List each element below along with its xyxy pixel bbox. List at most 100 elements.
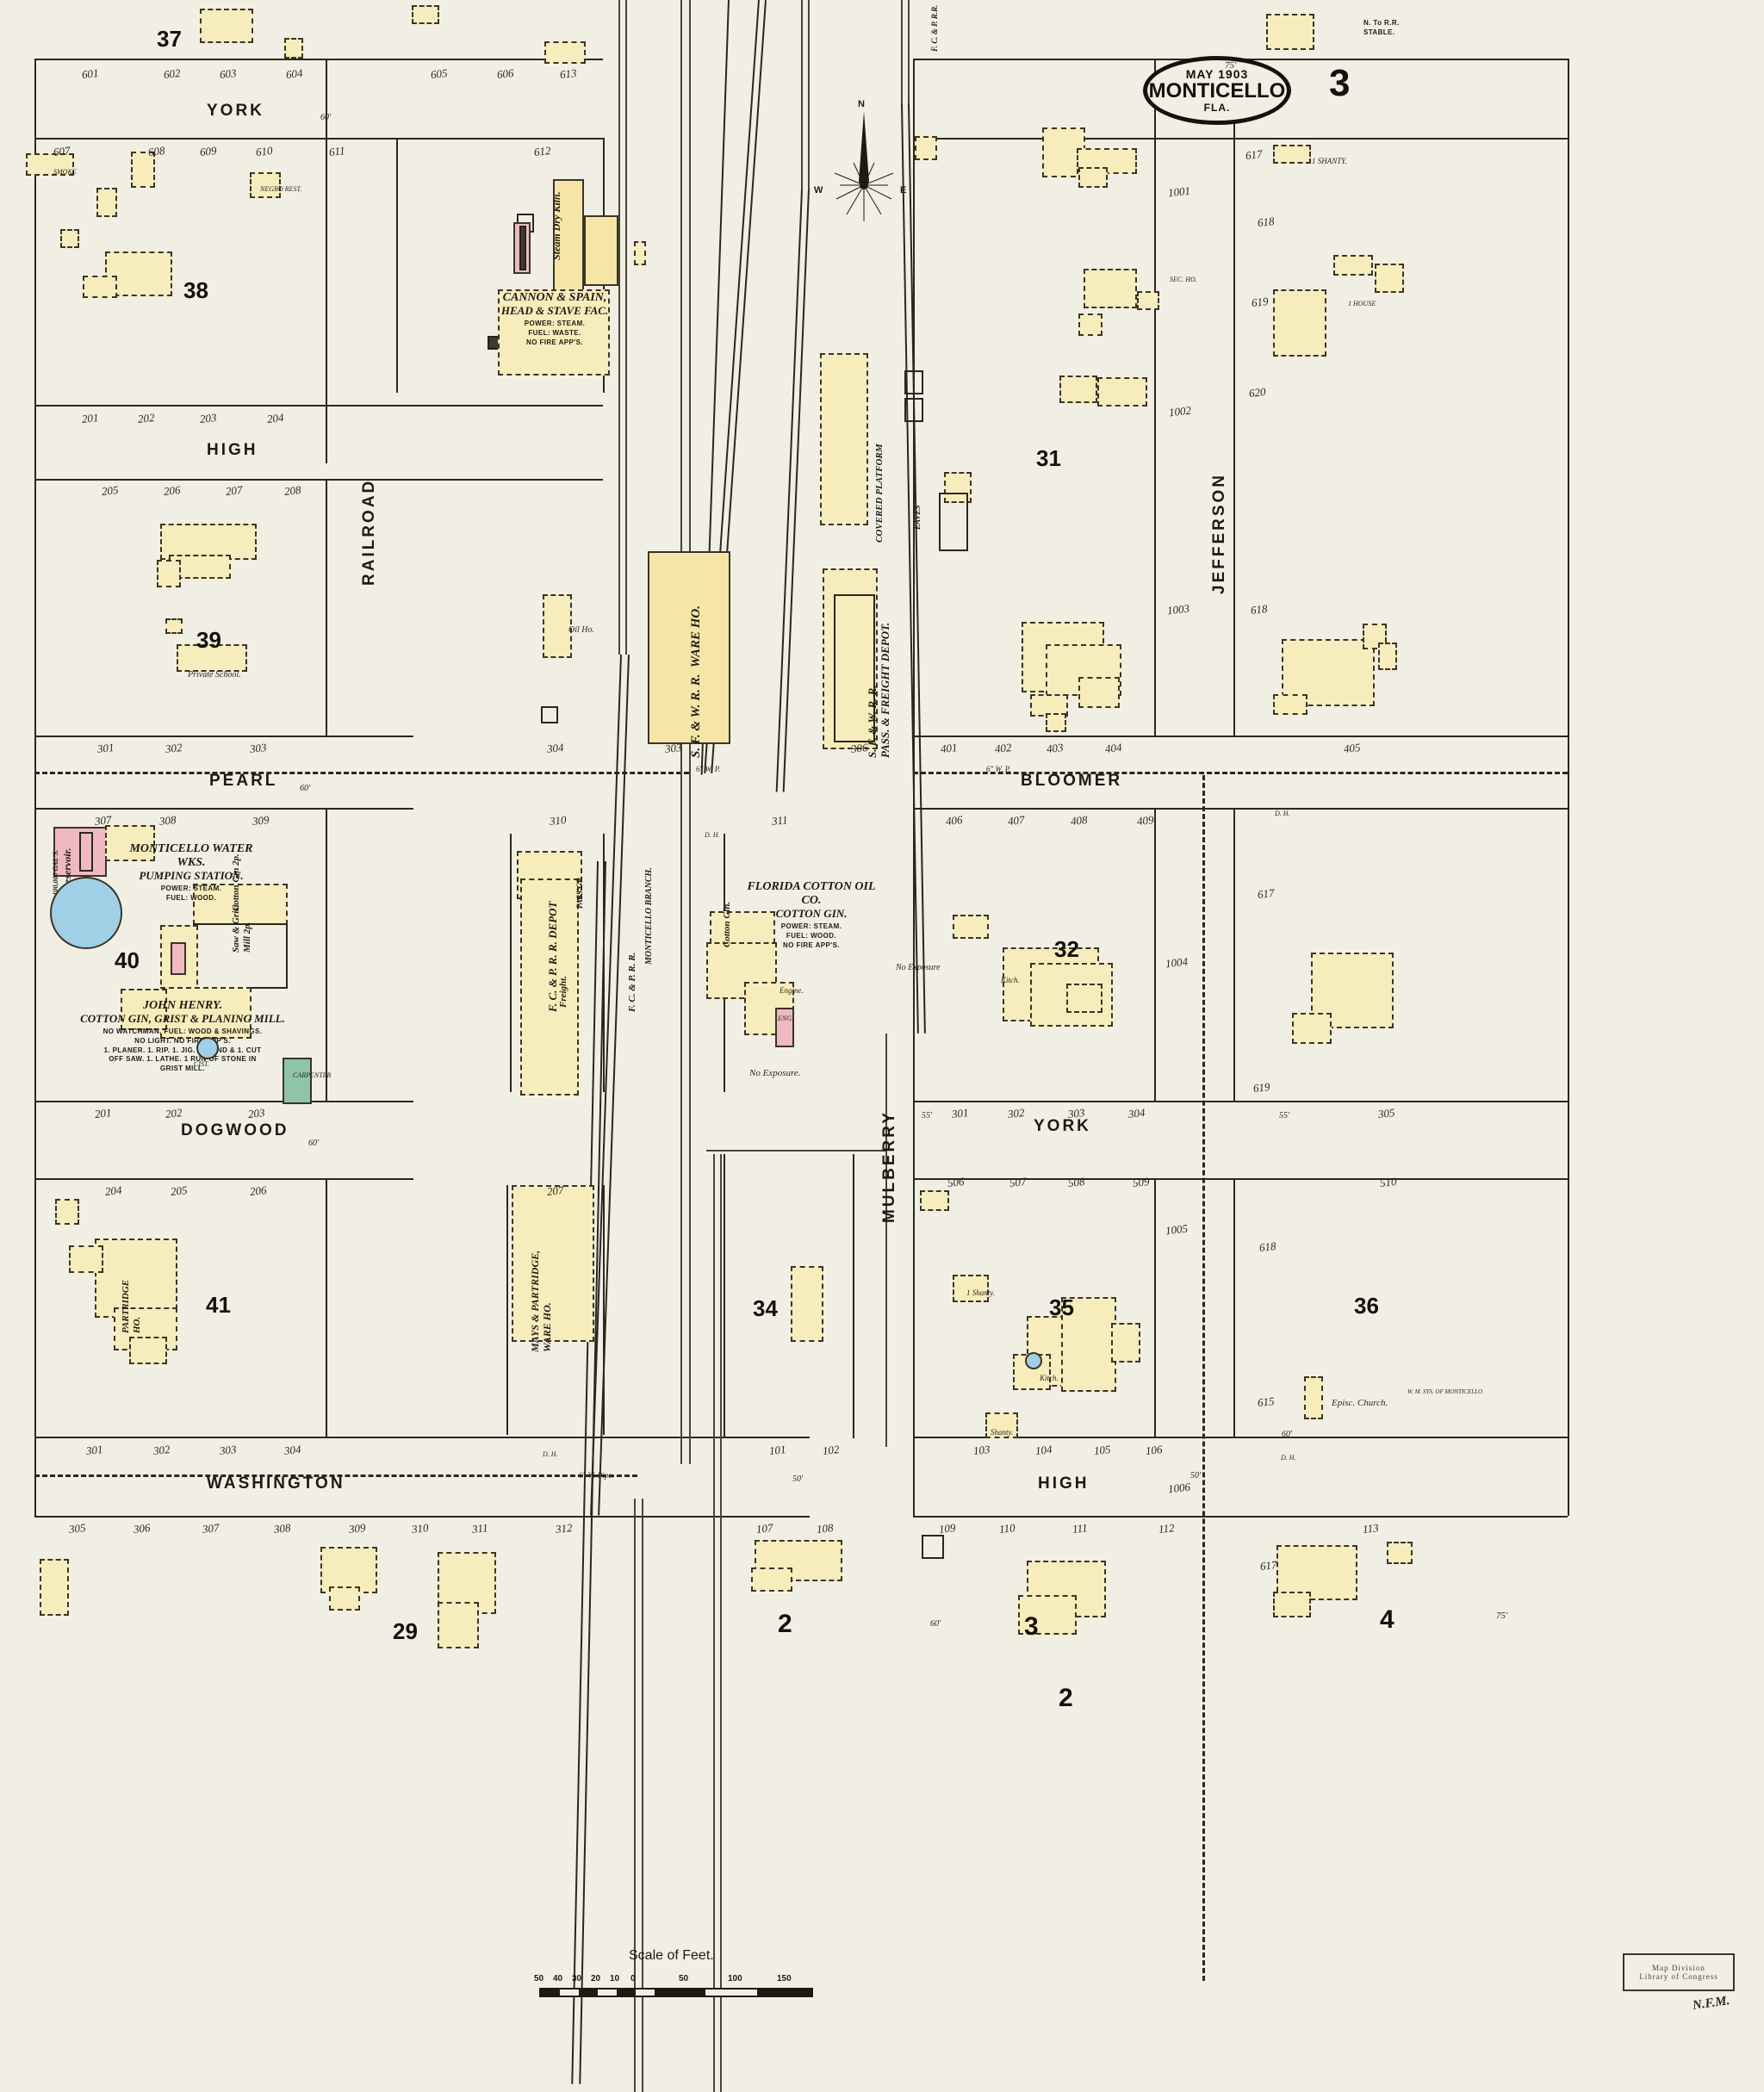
lot-number: 605 bbox=[430, 66, 449, 81]
lot-number: 618 bbox=[1250, 602, 1269, 617]
surveyor-signature: N.F.M. bbox=[1692, 1994, 1731, 2013]
block-number-41: 41 bbox=[206, 1292, 231, 1318]
lot-number: 404 bbox=[1104, 741, 1123, 755]
map-label: N. To R.R. STABLE. bbox=[1363, 19, 1400, 36]
lot-number: 102 bbox=[822, 1443, 841, 1457]
scale-tick: 50 bbox=[534, 1974, 544, 1983]
street-name-railroad: RAILROAD bbox=[360, 478, 378, 586]
lot-number: 304 bbox=[283, 1443, 302, 1457]
building-footprint bbox=[95, 1238, 177, 1318]
block-line bbox=[913, 808, 1568, 810]
block-line bbox=[1154, 1178, 1156, 1437]
street-name-high: HIGH bbox=[1038, 1474, 1090, 1493]
lot-number: 613 bbox=[559, 66, 578, 81]
block-number-29: 29 bbox=[393, 1618, 418, 1644]
building-footprint bbox=[820, 353, 868, 525]
scale-tick: 100 bbox=[728, 1974, 742, 1983]
block-line bbox=[34, 1178, 413, 1180]
lot-number: 303 bbox=[1067, 1106, 1086, 1120]
lot-number: 618 bbox=[1258, 1239, 1277, 1254]
block-line bbox=[913, 736, 1568, 737]
water-main-bloomer bbox=[913, 772, 1568, 774]
building-footprint bbox=[1333, 255, 1373, 276]
scale-tick: 20 bbox=[591, 1974, 601, 1983]
building-footprint bbox=[648, 551, 730, 744]
building-footprint bbox=[751, 1567, 792, 1592]
lot-number: 408 bbox=[1070, 813, 1089, 828]
lot-number: 401 bbox=[940, 741, 959, 755]
map-label: 50' bbox=[1190, 1471, 1202, 1481]
facility-title-secondary: PUMPING STATION. bbox=[139, 869, 244, 883]
block-number-31: 31 bbox=[1036, 445, 1061, 471]
facility-note-john-henry-mill: JOHN HENRY.COTTON GIN, GRIST & PLANING M… bbox=[79, 999, 286, 1072]
block-line bbox=[913, 1437, 1568, 1438]
map-label: Private School. bbox=[188, 670, 241, 680]
map-label: Episc. Church. bbox=[1332, 1398, 1388, 1408]
lot-number: 303 bbox=[249, 741, 268, 755]
water-main-washington bbox=[34, 1474, 637, 1477]
map-label: Shanty. bbox=[991, 1428, 1014, 1437]
lot-number: 409 bbox=[1136, 813, 1155, 828]
loc-line-2: Library of Congress bbox=[1639, 1972, 1718, 1981]
building-footprint bbox=[157, 560, 181, 587]
building-footprint bbox=[1304, 1376, 1323, 1419]
facility-detail-line: POWER: STEAM. bbox=[160, 885, 222, 893]
lot-number: 110 bbox=[998, 1521, 1016, 1536]
facility-detail-lines: NO WATCHMAN. FUEL: WOOD & SHAVINGS.NO LI… bbox=[79, 1027, 286, 1074]
facility-detail-line: NO FIRE APP'S. bbox=[783, 940, 840, 949]
block-line bbox=[913, 1516, 1568, 1518]
building-footprint bbox=[55, 1199, 79, 1225]
building-footprint bbox=[1018, 1595, 1077, 1635]
map-label: 50' bbox=[792, 1474, 804, 1484]
rotated-map-label: PASS'GR. bbox=[575, 875, 584, 909]
map-label: 55' bbox=[1279, 1111, 1290, 1120]
lot-number: 206 bbox=[249, 1183, 268, 1198]
map-label: 1 HOUSE bbox=[1348, 300, 1376, 307]
map-label: 60' bbox=[1282, 1430, 1293, 1439]
facility-detail-line: FUEL: WOOD. bbox=[165, 893, 217, 902]
rotated-map-label: S. F. & W. R. R. PASS. & FREIGHT DEPOT. bbox=[866, 622, 891, 758]
facility-note-monticello-water-works: MONTICELLO WATER WKS.PUMPING STATION.POW… bbox=[118, 842, 264, 902]
building-footprint bbox=[60, 229, 79, 248]
rotated-map-label: F. C. & P. R.R. bbox=[930, 4, 939, 52]
block-number-39: 39 bbox=[196, 627, 221, 653]
block-line bbox=[34, 1101, 413, 1102]
block-line bbox=[34, 1516, 810, 1518]
building-footprint bbox=[985, 1412, 1018, 1438]
lot-number: 301 bbox=[85, 1443, 104, 1457]
lot-number: 619 bbox=[1251, 295, 1270, 309]
lot-number: 307 bbox=[94, 813, 113, 828]
block-number-35: 35 bbox=[1049, 1294, 1074, 1320]
block-line bbox=[396, 138, 398, 393]
cistern-circle bbox=[196, 1037, 219, 1059]
building-footprint bbox=[1273, 289, 1326, 357]
rotated-map-label: Saw & Grist Mill 2p. bbox=[231, 904, 252, 953]
rotated-map-label: MAYS & PARTRIDGE, WARE HO. bbox=[529, 1250, 553, 1352]
block-number-40: 40 bbox=[115, 947, 140, 973]
lot-number: 510 bbox=[1379, 1175, 1398, 1189]
building-footprint bbox=[1292, 1013, 1332, 1044]
building-footprint bbox=[1078, 313, 1102, 336]
lot-number: 612 bbox=[533, 144, 552, 158]
block-number-36: 36 bbox=[1354, 1293, 1379, 1319]
lot-number: 307 bbox=[202, 1521, 220, 1536]
map-label: 1 Shanty. bbox=[966, 1288, 995, 1297]
lot-number: 302 bbox=[1007, 1106, 1026, 1120]
building-footprint bbox=[1046, 713, 1066, 732]
map-label: Oil Ho. bbox=[568, 625, 594, 635]
rail-track bbox=[782, 189, 810, 792]
scale-title: Scale of Feet. bbox=[629, 1948, 714, 1963]
map-label: 60' bbox=[300, 784, 311, 793]
street-name-bloomer: BLOOMER bbox=[1021, 772, 1123, 790]
building-footprint bbox=[129, 1337, 167, 1364]
street-name-york: YORK bbox=[1034, 1117, 1091, 1135]
facility-title-secondary: HEAD & STAVE FAC. bbox=[500, 304, 609, 318]
map-label: SEC. HO. bbox=[1170, 276, 1197, 283]
map-label: ENG. bbox=[778, 1015, 793, 1022]
block-line bbox=[34, 808, 413, 810]
facility-title-secondary: COTTON GIN. bbox=[775, 907, 848, 921]
lot-number: 604 bbox=[285, 66, 304, 81]
block-number-37: 37 bbox=[157, 26, 182, 52]
block-number-2: 2 bbox=[1059, 1684, 1073, 1712]
